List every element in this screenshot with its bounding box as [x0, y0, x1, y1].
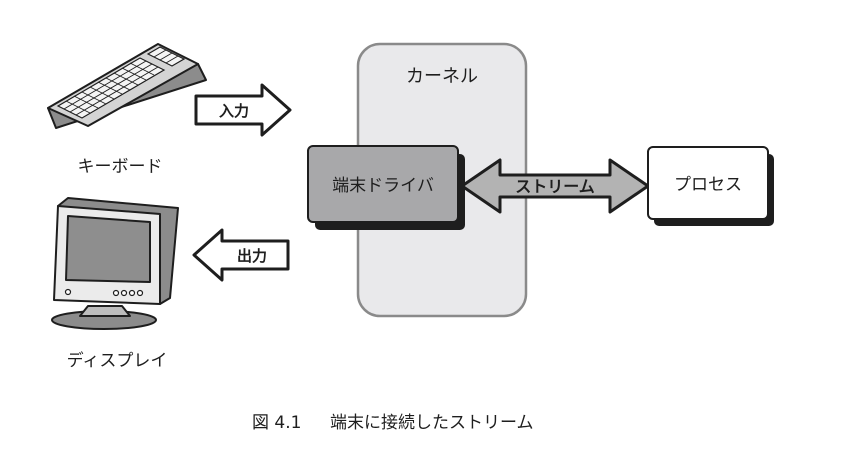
- input-label: 入力: [219, 102, 249, 120]
- stream-arrow: ストリーム: [460, 158, 650, 214]
- input-arrow: 入力: [194, 83, 292, 137]
- process-label: プロセス: [674, 175, 742, 195]
- display-label: ディスプレイ: [67, 350, 168, 371]
- stream-label: ストリーム: [515, 177, 595, 196]
- process-box: プロセス: [647, 146, 774, 226]
- keyboard-icon: [47, 43, 207, 129]
- terminal-driver-box: 端末ドライバ: [307, 145, 465, 230]
- figure-number: 図 4.1: [252, 413, 301, 433]
- output-label: 出力: [237, 247, 267, 265]
- keyboard-label: キーボード: [78, 157, 163, 177]
- figure-caption-text: 端末に接続したストリーム: [330, 413, 534, 433]
- output-arrow: 出力: [192, 228, 290, 282]
- driver-label: 端末ドライバ: [332, 176, 434, 196]
- figure-caption: 図 4.1 端末に接続したストリーム: [252, 413, 534, 433]
- kernel-label: カーネル: [406, 66, 478, 87]
- display-icon: [51, 197, 179, 330]
